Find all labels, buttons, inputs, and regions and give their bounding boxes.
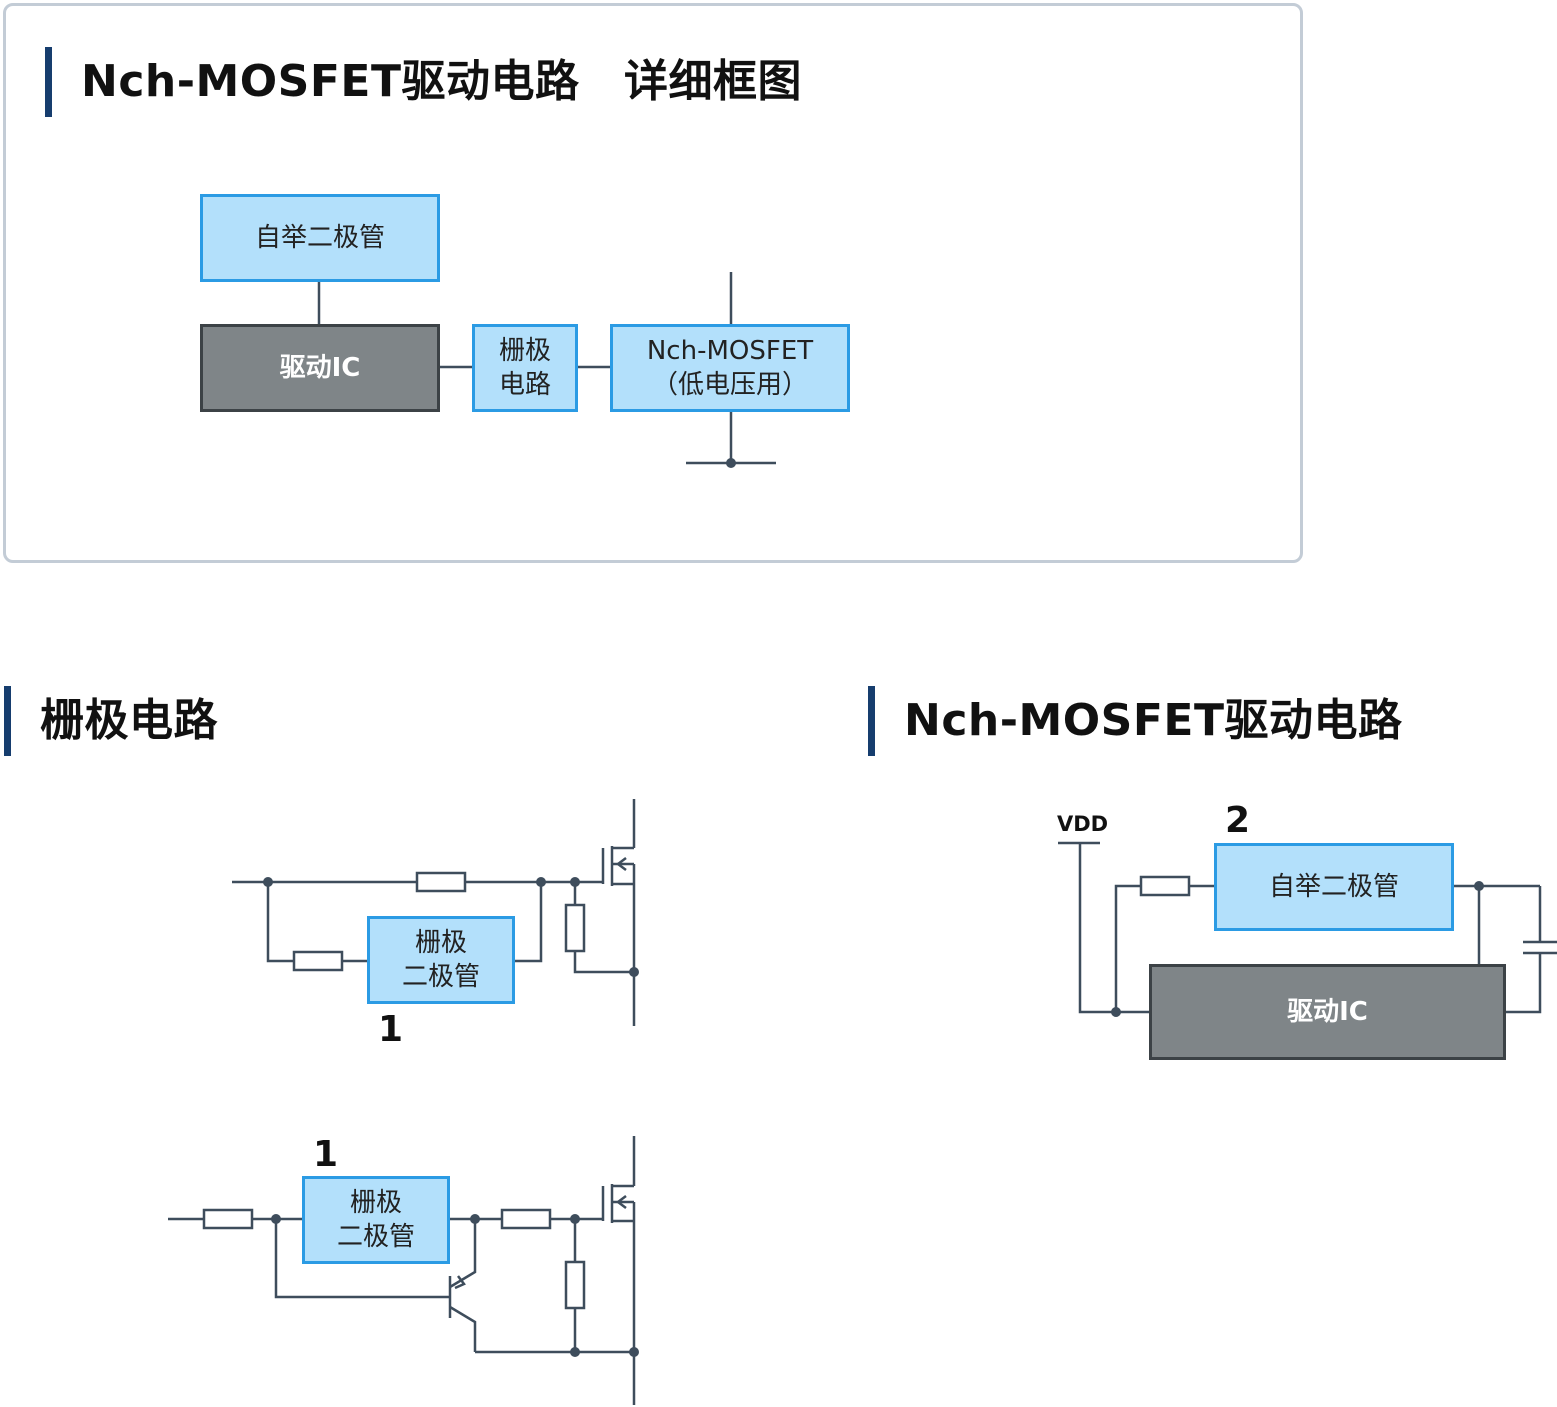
pulldown-resistor-1 — [564, 903, 586, 953]
vdd-wire — [1078, 843, 1150, 1014]
gate-diode-block-1: 栅极 二极管 — [367, 916, 515, 1004]
diode-branch-right-1 — [514, 882, 543, 963]
gate-circuit-title: 栅极电路 — [4, 686, 218, 756]
title-accent-bar — [45, 47, 52, 117]
driver-ic-block-2: 驱动IC — [1149, 964, 1506, 1060]
diode-resistor-1 — [292, 950, 344, 972]
pnp-transistor-2 — [448, 1219, 477, 1352]
block-diagram-title: Nch-MOSFET驱动电路 详细框图 — [45, 47, 802, 117]
title-accent-bar — [4, 686, 11, 756]
ground-node — [726, 458, 736, 468]
bootstrap-diode-label: 2 — [1225, 800, 1251, 841]
bootstrap-diode-block: 自举二极管 — [200, 194, 440, 282]
gate-diode-block-2: 栅极 二极管 — [302, 1176, 450, 1264]
gate-diode-label-1: 1 — [378, 1009, 404, 1050]
bootstrap-resistor — [1139, 875, 1191, 897]
vdd-label: VDD — [1057, 812, 1109, 836]
gate-diode-label-2: 1 — [313, 1134, 339, 1175]
series-resistor-2 — [500, 1208, 552, 1230]
series-resistor-1 — [415, 871, 467, 893]
pnp-base-wire-2 — [274, 1219, 450, 1299]
pulldown-resistor-2 — [564, 1260, 586, 1310]
bootstrap-diode-block-2: 自举二极管 — [1214, 843, 1454, 931]
mosfet-symbol-2 — [601, 1136, 636, 1405]
driver-ic-block: 驱动IC — [200, 324, 440, 412]
driver-circuit-title: Nch-MOSFET驱动电路 — [868, 686, 1403, 756]
mosfet-symbol-1 — [601, 799, 636, 1026]
bootstrap-capacitor — [1505, 886, 1557, 1014]
block-diagram-panel — [3, 3, 1303, 563]
diode-branch-left-1 — [266, 882, 368, 963]
title-accent-bar — [868, 686, 875, 756]
mosfet-block: Nch-MOSFET （低电压用） — [610, 324, 850, 412]
input-resistor-2 — [202, 1208, 254, 1230]
gate-circuit-block: 栅极 电路 — [472, 324, 578, 412]
